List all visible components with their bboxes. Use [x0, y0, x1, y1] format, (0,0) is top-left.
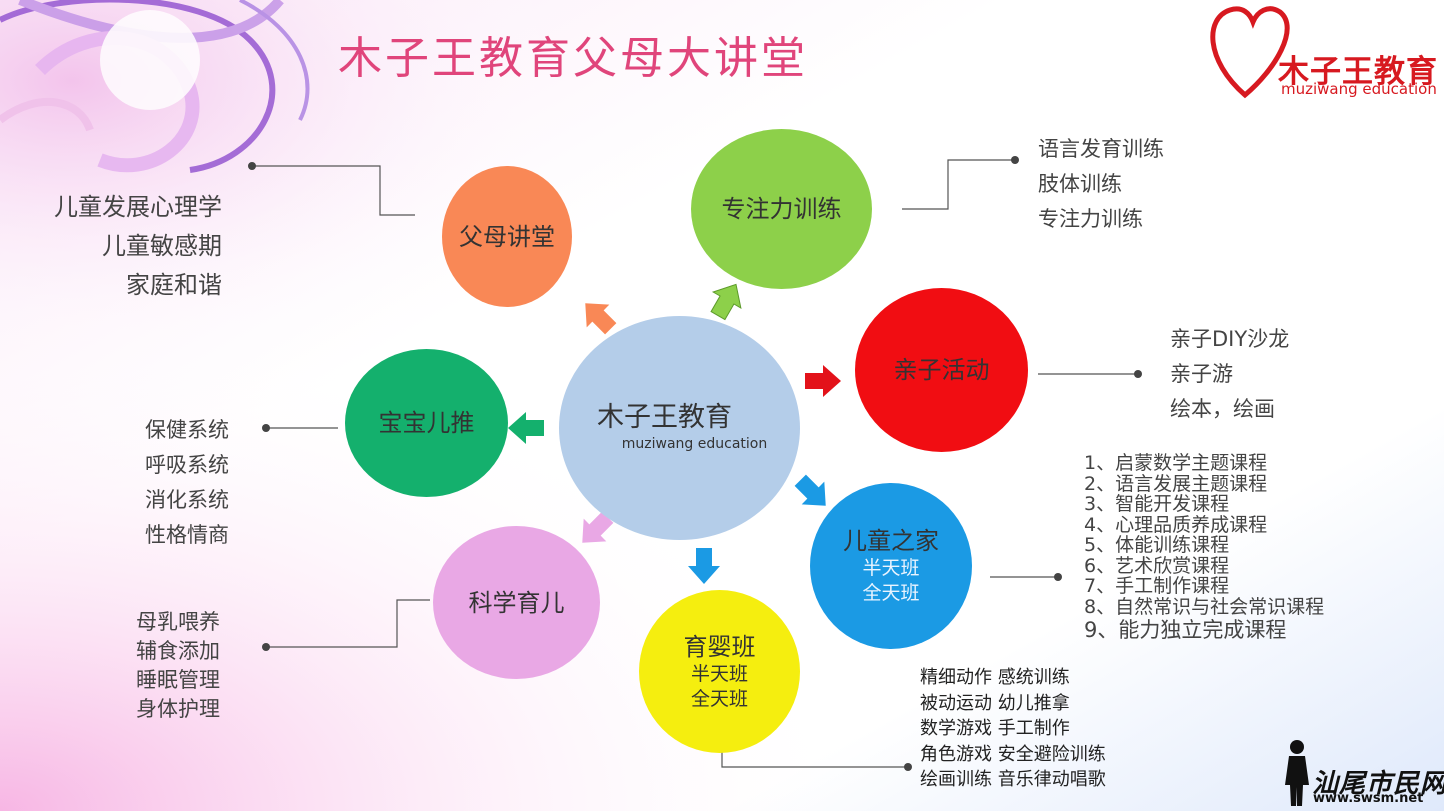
- node-baby-massage-label: 宝宝儿推: [378, 409, 475, 437]
- list-science-parenting: 母乳喂养 辅食添加 睡眠管理 身体护理: [136, 608, 220, 724]
- list-item: 消化系统: [145, 488, 229, 512]
- list-item: 语言发育训练: [1038, 137, 1164, 161]
- list-attention: 语言发育训练 肢体训练 专注力训练: [1038, 132, 1164, 237]
- arrow-to-parents-lecture: [585, 303, 617, 335]
- center-node-subtitle: muziwang education: [621, 436, 768, 452]
- arrow-to-science-parenting: [582, 511, 614, 543]
- list-item: 亲子DIY沙龙: [1170, 327, 1290, 351]
- node-nursery: 育婴班 半天班 全天班: [639, 590, 800, 753]
- list-parent-child: 亲子DIY沙龙 亲子游 绘本，绘画: [1170, 322, 1289, 427]
- page-title: 木子王教育父母大讲堂: [338, 33, 808, 84]
- list-item: 6、艺术欣赏课程: [1084, 554, 1230, 577]
- logo-name: 木子王教育: [1278, 54, 1438, 90]
- logo-subtitle: muziwang education: [1281, 80, 1437, 98]
- center-node-label: 木子王教育: [597, 402, 732, 433]
- center-node: 木子王教育 muziwang education: [559, 316, 800, 540]
- list-item: 儿童发展心理学: [54, 193, 222, 221]
- list-item: 数学游戏 手工制作: [920, 718, 1070, 739]
- list-item: 绘画训练 音乐律动唱歌: [920, 769, 1106, 790]
- list-item: 睡眠管理: [136, 668, 220, 692]
- connector-dot: [262, 643, 270, 651]
- list-item: 1、启蒙数学主题课程: [1084, 452, 1268, 474]
- list-item: 保健系统: [145, 418, 229, 442]
- node-attention: 专注力训练: [691, 129, 872, 289]
- arrow-to-parent-child: [805, 365, 841, 397]
- connector-science: [266, 599, 430, 648]
- list-item: 角色游戏 安全避险训练: [920, 743, 1106, 765]
- arrow-to-children-home: [794, 474, 826, 506]
- connector-attention: [902, 159, 1015, 210]
- node-science-parenting-label: 科学育儿: [468, 588, 565, 617]
- arrow-to-baby-massage: [508, 412, 544, 444]
- node-nursery-sub-2: 全天班: [690, 687, 748, 710]
- list-item: 母乳喂养: [136, 610, 220, 634]
- list-item: 专注力训练: [1038, 207, 1143, 231]
- list-item: 2、语言发展主题课程: [1084, 472, 1268, 495]
- list-item: 身体护理: [136, 697, 220, 721]
- list-item: 肢体训练: [1038, 172, 1122, 196]
- list-item: 4、心理品质养成课程: [1084, 513, 1268, 536]
- node-nursery-label: 育婴班: [683, 632, 756, 661]
- list-item: 辅食添加: [136, 639, 220, 663]
- list-item: 家庭和谐: [126, 271, 222, 299]
- connector-dot: [904, 763, 912, 771]
- connector-nursery: [721, 752, 908, 768]
- node-parent-child: 亲子活动: [855, 288, 1028, 452]
- decorative-swirl: [0, 0, 310, 173]
- connector-dot: [1011, 156, 1019, 164]
- node-attention-label: 专注力训练: [721, 195, 842, 223]
- list-item: 亲子游: [1170, 362, 1233, 386]
- list-item: 7、手工制作课程: [1084, 575, 1230, 597]
- connector-dot: [1134, 370, 1142, 378]
- node-children-home-sub-1: 半天班: [862, 557, 920, 579]
- node-science-parenting: 科学育儿: [433, 526, 600, 679]
- list-children-home: 1、启蒙数学主题课程 2、语言发展主题课程 3、智能开发课程 4、心理品质养成课…: [1084, 453, 1324, 643]
- list-item: 9、能力独立完成课程: [1084, 618, 1287, 642]
- list-baby-massage: 保健系统 呼吸系统 消化系统 性格情商: [145, 413, 229, 553]
- node-parent-child-label: 亲子活动: [893, 356, 990, 384]
- list-item: 儿童敏感期: [102, 232, 222, 260]
- list-item: 呼吸系统: [145, 453, 229, 477]
- person-silhouette-icon: [1285, 740, 1309, 806]
- connector-dot: [248, 162, 256, 170]
- arrow-to-attention: [710, 283, 742, 321]
- connector-parents-lecture: [252, 165, 415, 216]
- list-nursery: 精细动作 感统训练 被动运动 幼儿推拿 数学游戏 手工制作 角色游戏 安全避险训…: [920, 665, 1106, 793]
- node-children-home-sub-2: 全天班: [862, 582, 920, 604]
- list-item: 被动运动 幼儿推拿: [920, 692, 1070, 714]
- node-parents-lecture: 父母讲堂: [442, 166, 572, 307]
- connector-dot: [1054, 573, 1062, 581]
- node-parents-lecture-label: 父母讲堂: [459, 222, 555, 251]
- node-children-home-label: 儿童之家: [843, 527, 939, 555]
- list-parents-lecture: 儿童发展心理学 儿童敏感期 家庭和谐: [26, 188, 222, 305]
- arrow-to-nursery: [688, 548, 720, 584]
- node-nursery-sub-1: 半天班: [690, 662, 748, 685]
- watermark-text: 汕尾市民网: [1312, 769, 1444, 799]
- list-item: 绘本，绘画: [1170, 397, 1275, 421]
- list-item: 精细动作 感统训练: [920, 667, 1070, 688]
- list-item: 3、智能开发课程: [1084, 493, 1230, 515]
- node-baby-massage: 宝宝儿推: [345, 349, 508, 497]
- watermark-url: www.swsm.net: [1313, 791, 1424, 806]
- connector-dot: [262, 424, 270, 432]
- list-item: 5、体能训练课程: [1084, 534, 1230, 556]
- list-item: 性格情商: [145, 523, 229, 547]
- list-item: 8、自然常识与社会常识课程: [1084, 595, 1325, 618]
- node-children-home: 儿童之家 半天班 全天班: [810, 483, 972, 649]
- heart-logo-icon: [1210, 6, 1290, 99]
